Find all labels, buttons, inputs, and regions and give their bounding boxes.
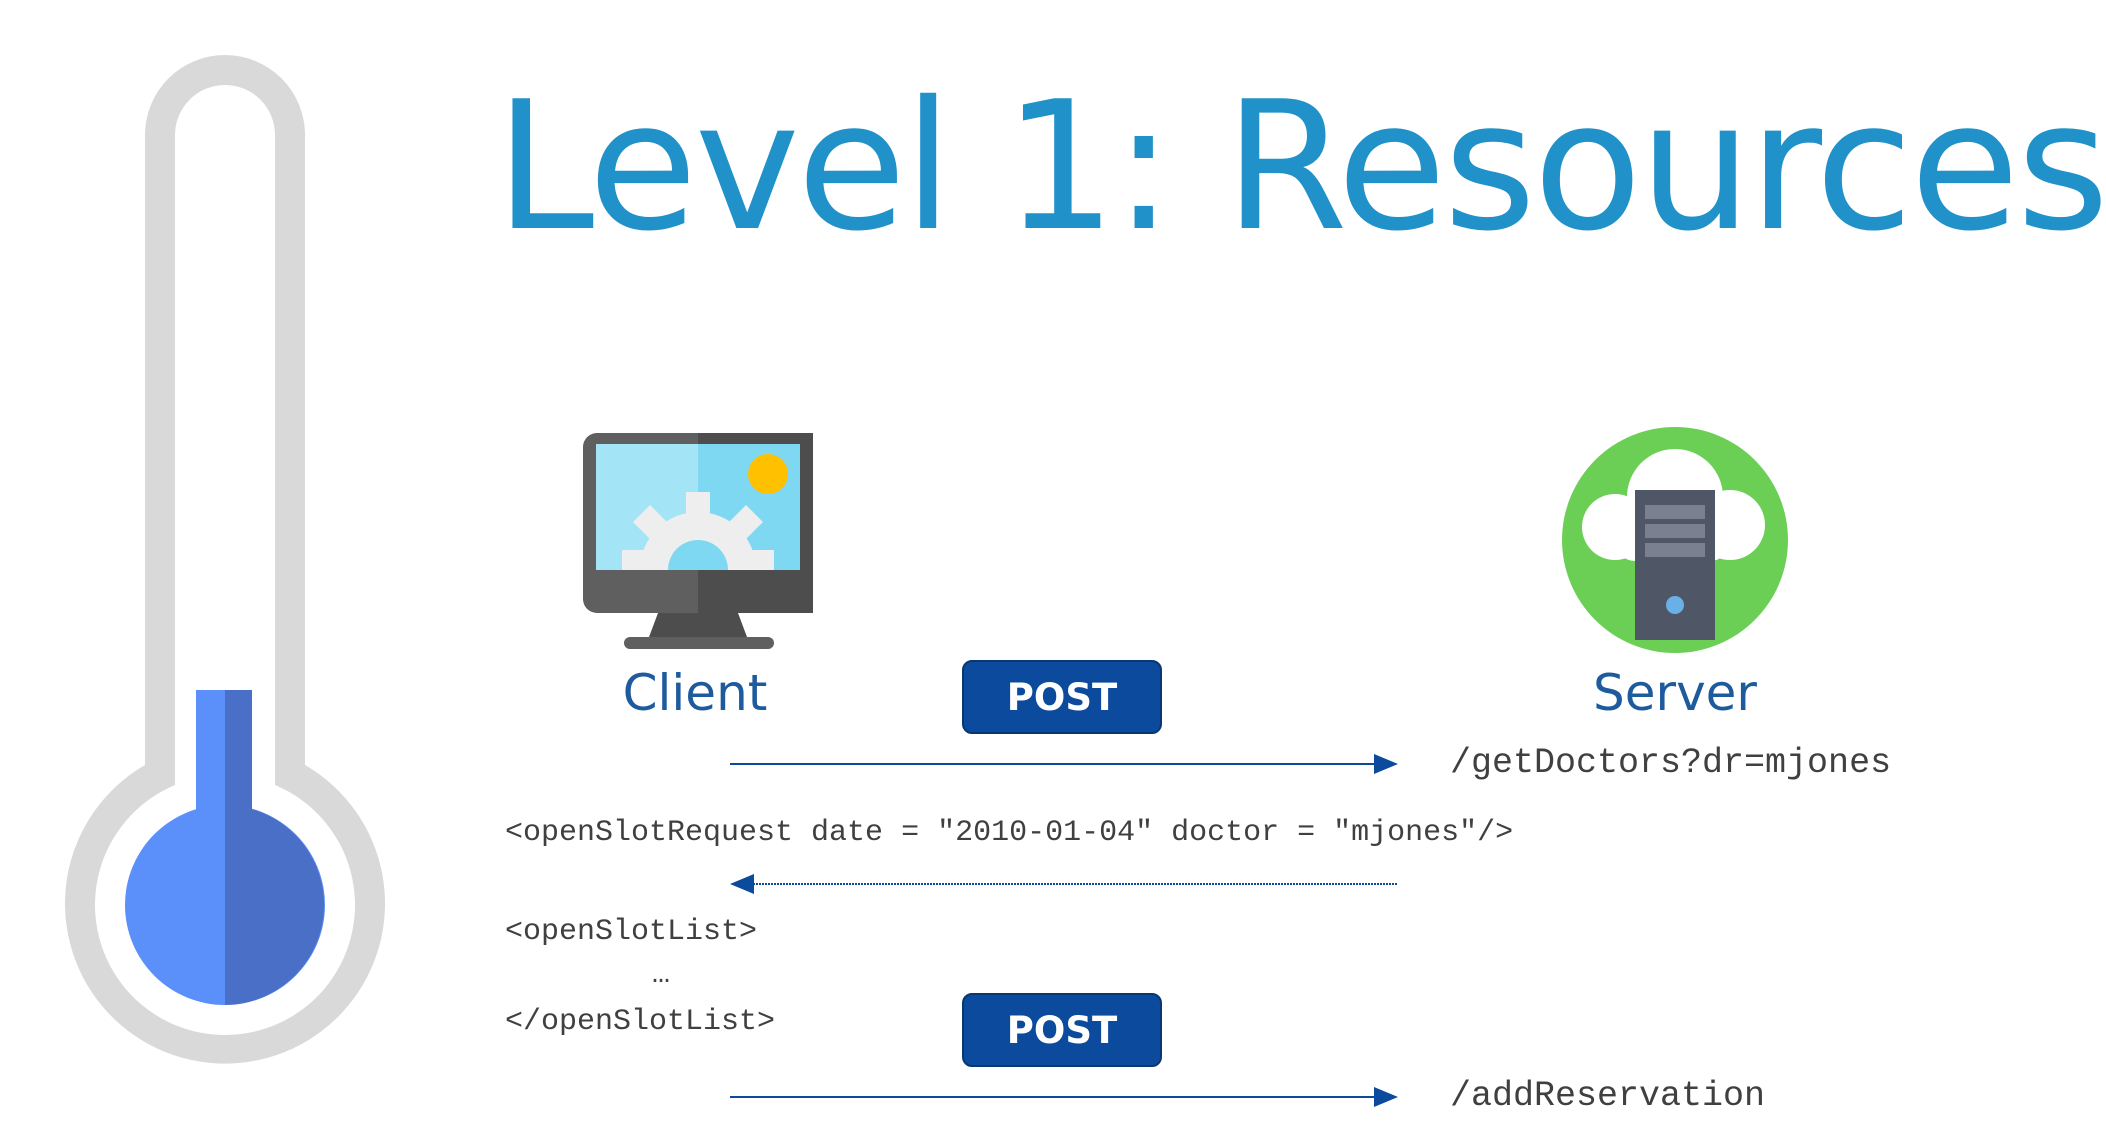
response-open-tag: <openSlotList> xyxy=(505,915,758,949)
endpoint-url: /getDoctors?dr=mjones xyxy=(1450,743,1892,783)
message-arrows xyxy=(730,754,1398,1107)
desktop-monitor-icon xyxy=(583,433,813,649)
post-method-badge: POST xyxy=(962,993,1162,1067)
post-method-badge: POST xyxy=(962,660,1162,734)
request-arrow xyxy=(730,1087,1398,1107)
response-arrow xyxy=(730,874,1398,894)
thermometer-icon xyxy=(65,55,385,1064)
request-arrow xyxy=(730,754,1398,774)
client-label: Client xyxy=(622,664,768,722)
response-close-tag: </openSlotList> xyxy=(505,1005,776,1039)
slide-title: Level 1: Resources xyxy=(495,63,2106,270)
endpoint-url: /addReservation xyxy=(1450,1076,1766,1116)
server-label: Server xyxy=(1593,664,1757,722)
slide: Level 1: Resources xyxy=(65,55,2106,1116)
cloud-server-icon xyxy=(1562,427,1788,653)
response-ellipsis: … xyxy=(652,958,671,992)
request-body: <openSlotRequest date = "2010-01-04" doc… xyxy=(505,816,1514,850)
